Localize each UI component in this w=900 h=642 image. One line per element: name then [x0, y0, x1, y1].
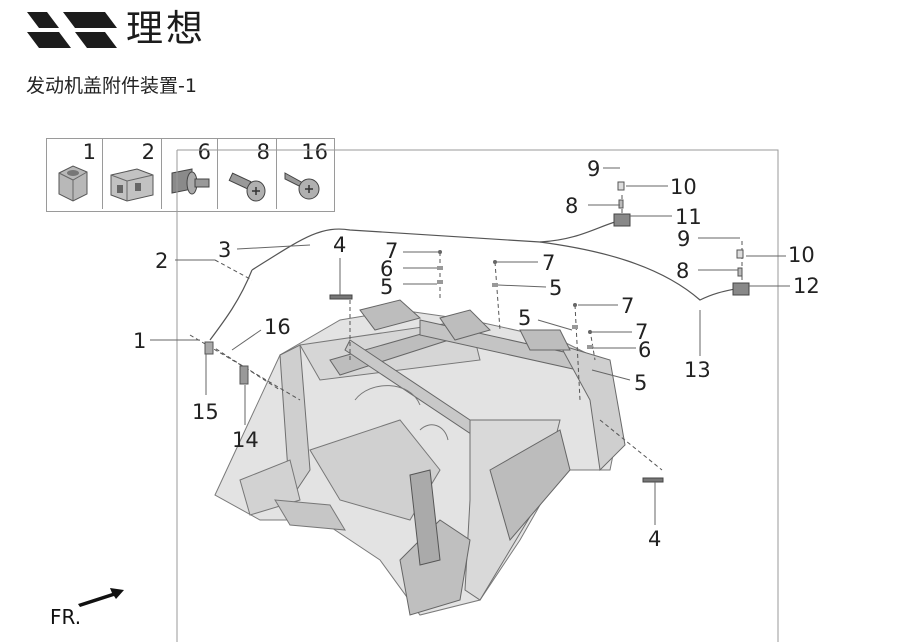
callout-7: 7: [635, 320, 649, 344]
callout-16: 16: [264, 315, 291, 339]
brand-name: 理想: [126, 7, 206, 50]
callout-6: 6: [380, 257, 394, 281]
release-cable-branch: [539, 241, 743, 301]
inset-cell-1: 1: [47, 139, 103, 209]
torx-bolt-icon: [228, 172, 266, 202]
inset-number: 6: [197, 140, 211, 164]
screw-icon: [284, 172, 320, 200]
inset-cell-16: 16: [277, 139, 334, 209]
callout-9: 9: [677, 227, 691, 251]
callout-1: 1: [133, 329, 147, 353]
inset-cell-2: 2: [103, 139, 162, 209]
callout-4: 4: [333, 233, 347, 257]
inset-number: 2: [141, 140, 155, 164]
callout-7: 7: [385, 239, 399, 263]
callout-13: 13: [684, 358, 711, 382]
callout-3: 3: [218, 238, 232, 262]
callout-14: 14: [232, 428, 259, 452]
cable-end: [209, 269, 253, 341]
callout-2: 2: [155, 249, 169, 273]
hood-latch-12: [732, 249, 750, 296]
callout-6: 6: [638, 338, 652, 362]
vehicle-body-structure: [214, 299, 626, 616]
callout-8: 8: [676, 259, 690, 283]
release-cable: [251, 219, 623, 271]
page-title: 发动机盖附件装置-1: [26, 75, 197, 97]
callout-8: 8: [565, 194, 579, 218]
callout-7: 7: [542, 251, 556, 275]
fasteners: [204, 250, 593, 385]
bumper-4: [329, 294, 664, 483]
callout-11: 11: [675, 205, 702, 229]
callout-4: 4: [648, 527, 662, 551]
callout-5: 5: [634, 371, 648, 395]
hood-latch-11: [613, 181, 631, 227]
retainer-clip-icon: [110, 168, 154, 202]
brand-logo-icon: [27, 12, 117, 48]
clip-nut-icon: [58, 165, 88, 202]
callout-5: 5: [518, 306, 532, 330]
callout-12: 12: [793, 274, 820, 298]
callout-5: 5: [549, 276, 563, 300]
inset-number: 1: [82, 140, 96, 164]
callout-9: 9: [587, 157, 601, 181]
inset-number: 8: [256, 140, 270, 164]
front-direction-arrow-icon: [78, 588, 124, 607]
callout-15: 15: [192, 400, 219, 424]
callout-5: 5: [380, 275, 394, 299]
inset-cell-8: 8: [218, 139, 277, 209]
callout-10: 10: [788, 243, 815, 267]
inset-number: 16: [301, 140, 328, 164]
callout-7: 7: [621, 294, 635, 318]
callout-10: 10: [670, 175, 697, 199]
front-direction-label: FR.: [50, 605, 82, 629]
